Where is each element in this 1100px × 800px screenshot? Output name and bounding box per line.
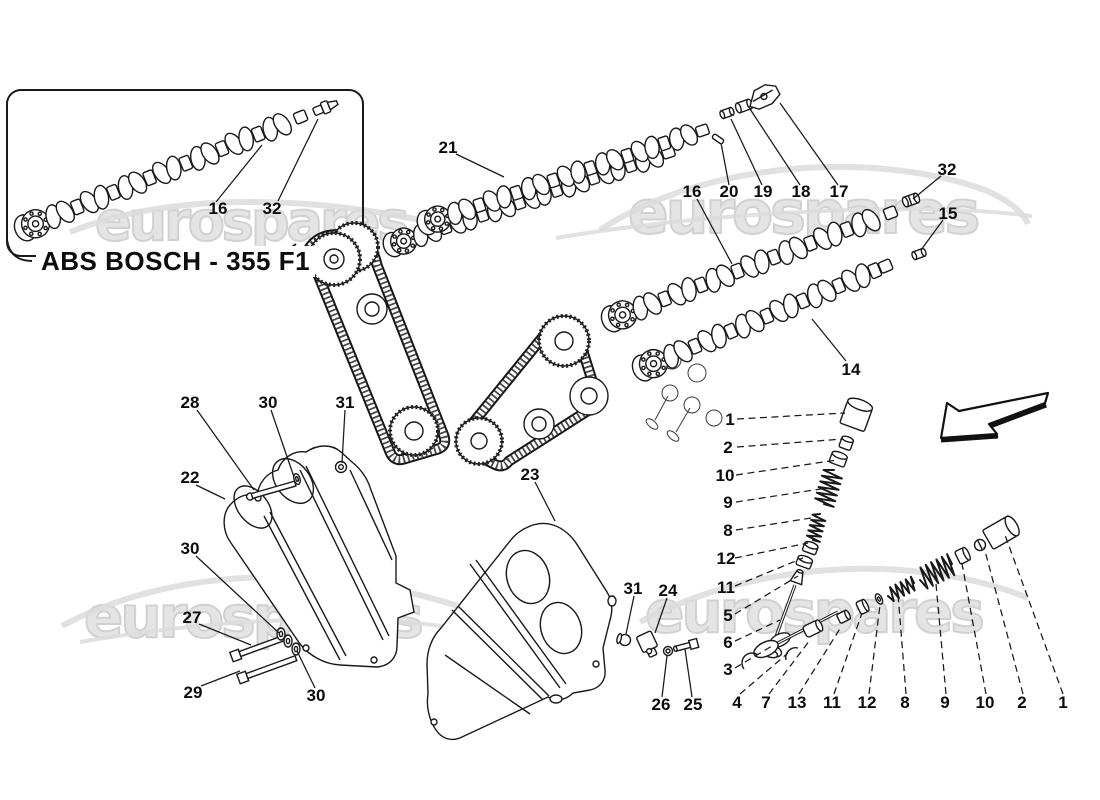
camshaft-upper (416, 123, 710, 236)
timing-belt-right (454, 314, 609, 472)
timing-cover-left (223, 445, 415, 668)
valve-assembly-upper (757, 397, 874, 659)
trigger-end-part (749, 84, 781, 110)
ring-part (719, 106, 735, 120)
watermark-text: eurospares (644, 577, 986, 647)
timing-belt-left (301, 221, 451, 466)
hex-plug-32 (901, 192, 921, 208)
camshaft-end-bolt (312, 99, 339, 116)
washer-26 (662, 645, 674, 657)
washer-30-top (293, 472, 301, 486)
bolt-29 (235, 654, 298, 685)
timing-cover-middle (426, 522, 617, 741)
direction-arrow-icon (939, 391, 1050, 443)
hex-plug-15 (911, 247, 927, 261)
callout-title: ABS BOSCH - 355 F1 (36, 246, 316, 277)
stud-28 (245, 480, 297, 501)
leader-lines (195, 102, 944, 698)
sensor-bracket-24 (636, 630, 658, 658)
pin-part (711, 133, 725, 145)
callout-box (6, 89, 364, 262)
valve-assembly-lower (741, 515, 1020, 670)
leader-lines-dashed (734, 412, 1064, 695)
bolt-25 (672, 637, 700, 653)
camshaft-abs-box (13, 109, 309, 242)
nut-31-top (334, 460, 348, 474)
camshaft-upper-right (600, 205, 899, 333)
camshaft-lower-right (631, 258, 894, 382)
bolt-31-mid (616, 632, 632, 647)
